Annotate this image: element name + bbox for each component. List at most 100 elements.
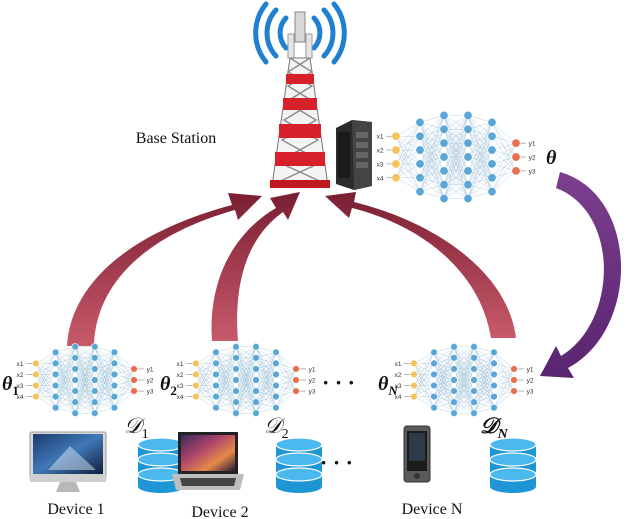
network-node — [470, 376, 478, 384]
network-node — [232, 398, 240, 406]
network-node — [463, 152, 473, 162]
network-node — [71, 398, 79, 406]
network-node — [110, 392, 119, 401]
network-node — [410, 392, 418, 401]
network-node — [91, 376, 99, 384]
output-label: y1 — [527, 366, 534, 373]
network-node — [511, 152, 521, 162]
network-node — [470, 398, 478, 406]
network-node — [51, 370, 60, 379]
network-node — [272, 359, 280, 368]
network-node — [450, 387, 458, 395]
network-node — [51, 403, 60, 412]
network-node — [415, 173, 425, 183]
device-n-database-icon — [489, 437, 537, 493]
output-label: y3 — [309, 389, 316, 396]
imac-icon — [29, 431, 107, 492]
network-node — [272, 348, 280, 357]
network-node — [391, 131, 401, 141]
network-node — [32, 359, 40, 368]
network-node — [232, 376, 240, 384]
output-label: y3 — [147, 389, 154, 396]
network-node — [252, 343, 260, 351]
network-node — [470, 343, 478, 351]
ipod-icon — [403, 425, 431, 483]
network-node — [415, 145, 425, 155]
network-node — [510, 365, 518, 373]
device-1-dataset-label: 𝒟1 — [124, 413, 149, 442]
network-node — [110, 370, 119, 379]
network-node — [110, 381, 119, 390]
network-node — [470, 409, 478, 417]
network-node — [511, 166, 521, 176]
network-node — [91, 398, 99, 406]
base-station-label: Base Station — [136, 130, 216, 147]
input-label: x3 — [377, 161, 384, 168]
devices-ellipsis: · · · — [320, 450, 353, 475]
input-label: x4 — [395, 394, 402, 401]
input-label: x3 — [17, 383, 24, 390]
network-node — [439, 152, 449, 162]
network-node — [463, 180, 473, 190]
device-1-database-icon — [137, 437, 185, 493]
network-node — [450, 376, 458, 384]
network-node — [212, 359, 220, 368]
network-node — [272, 392, 280, 401]
network-node — [410, 381, 418, 390]
network-node — [439, 194, 449, 204]
output-label: y3 — [527, 389, 534, 396]
network-node — [450, 398, 458, 406]
network-node — [91, 343, 99, 351]
input-label: x1 — [177, 361, 184, 368]
upload-arrow-n — [325, 192, 516, 338]
network-node — [272, 403, 280, 412]
network-node — [91, 387, 99, 395]
network-node — [192, 359, 200, 368]
network-node — [430, 348, 438, 357]
network-node — [450, 343, 458, 351]
network-node — [272, 370, 280, 379]
network-node — [232, 343, 240, 351]
network-node — [470, 354, 478, 362]
network-node — [110, 403, 119, 412]
network-node — [511, 138, 521, 148]
input-label: x2 — [177, 372, 184, 379]
network-node — [415, 187, 425, 197]
device-1-model-label: θ1 — [2, 373, 19, 398]
network-node — [487, 173, 497, 183]
network-node — [463, 124, 473, 134]
network-node — [212, 392, 220, 401]
network-node — [450, 365, 458, 373]
network-node — [490, 381, 498, 390]
input-label: x3 — [177, 383, 184, 390]
input-label: x4 — [17, 394, 24, 401]
device-2-model-label: θ2 — [160, 373, 177, 398]
network-node — [487, 159, 497, 169]
network-node — [110, 348, 119, 357]
output-label: y1 — [309, 366, 316, 373]
network-node — [192, 381, 200, 390]
network-node — [130, 365, 138, 373]
network-node — [415, 117, 425, 127]
network-node — [439, 110, 449, 120]
network-node — [391, 145, 401, 155]
network-node — [51, 348, 60, 357]
laptop-icon — [172, 432, 244, 490]
network-node — [391, 159, 401, 169]
network-node — [410, 370, 418, 379]
upload-arrow-1 — [67, 193, 262, 346]
input-label: x1 — [17, 361, 24, 368]
models-ellipsis: · · · — [322, 370, 355, 395]
output-label: y1 — [147, 366, 154, 373]
network-node — [463, 138, 473, 148]
global-model-label: θ — [546, 147, 557, 169]
output-label: y2 — [147, 378, 154, 385]
network-node — [292, 376, 300, 384]
network-node — [450, 409, 458, 417]
network-node — [192, 392, 200, 401]
network-node — [450, 354, 458, 362]
network-node — [410, 359, 418, 368]
input-label: x1 — [395, 361, 402, 368]
